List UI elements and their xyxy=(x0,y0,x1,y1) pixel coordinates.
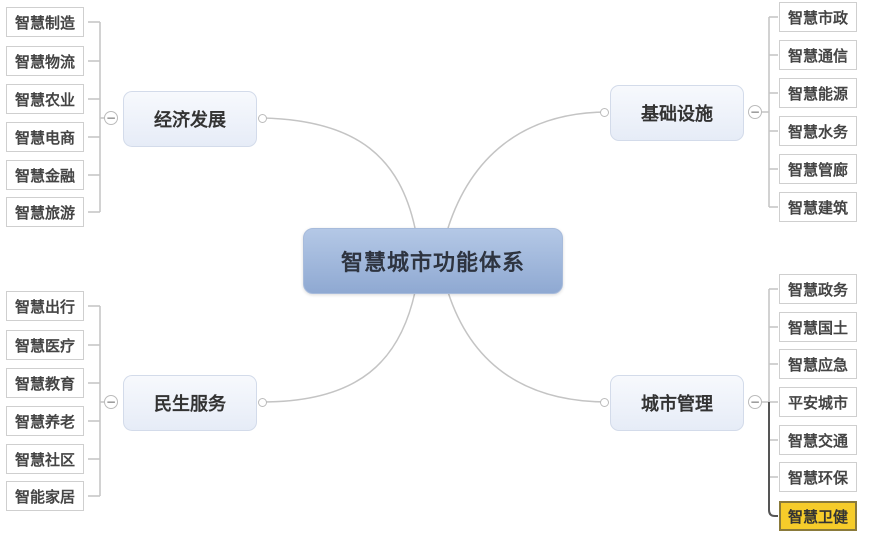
branch-infrastructure[interactable]: 基础设施 xyxy=(610,85,744,141)
collapse-toggle-icon[interactable]: − xyxy=(748,395,762,409)
leaf-node[interactable]: 智慧农业 xyxy=(6,84,84,114)
branch-economy[interactable]: 经济发展 xyxy=(123,91,257,147)
leaf-node[interactable]: 智慧出行 xyxy=(6,291,84,321)
root-node[interactable]: 智慧城市功能体系 xyxy=(303,228,563,294)
connector-dot-icon xyxy=(600,108,609,117)
root-label: 智慧城市功能体系 xyxy=(340,251,525,276)
branch-label: 民生服务 xyxy=(154,394,226,415)
leaf-node[interactable]: 智慧制造 xyxy=(6,7,84,37)
branch-label: 基础设施 xyxy=(641,104,713,125)
leaf-node[interactable]: 智慧环保 xyxy=(779,462,857,492)
leaf-node[interactable]: 智慧管廊 xyxy=(779,154,857,184)
leaf-node[interactable]: 智慧医疗 xyxy=(6,330,84,360)
leaf-node[interactable]: 智慧政务 xyxy=(779,274,857,304)
branch-label: 经济发展 xyxy=(154,110,226,131)
leaf-node[interactable]: 智慧交通 xyxy=(779,425,857,455)
leaf-node[interactable]: 智慧建筑 xyxy=(779,192,857,222)
leaf-node[interactable]: 智慧金融 xyxy=(6,160,84,190)
leaf-node[interactable]: 智能家居 xyxy=(6,481,84,511)
leaf-node-selected[interactable]: 智慧卫健 xyxy=(779,501,857,531)
leaf-node[interactable]: 智慧旅游 xyxy=(6,197,84,227)
branch-city-management[interactable]: 城市管理 xyxy=(610,375,744,431)
branch-livelihood[interactable]: 民生服务 xyxy=(123,375,257,431)
leaf-node[interactable]: 平安城市 xyxy=(779,387,857,417)
leaf-node[interactable]: 智慧能源 xyxy=(779,78,857,108)
collapse-toggle-icon[interactable]: − xyxy=(104,111,118,125)
leaf-node[interactable]: 智慧市政 xyxy=(779,2,857,32)
collapse-toggle-icon[interactable]: − xyxy=(104,395,118,409)
leaf-node[interactable]: 智慧电商 xyxy=(6,122,84,152)
connector-dot-icon xyxy=(600,398,609,407)
collapse-toggle-icon[interactable]: − xyxy=(748,105,762,119)
leaf-node[interactable]: 智慧教育 xyxy=(6,368,84,398)
connector-dot-icon xyxy=(258,114,267,123)
leaf-node[interactable]: 智慧物流 xyxy=(6,46,84,76)
leaf-node[interactable]: 智慧通信 xyxy=(779,40,857,70)
connector-dot-icon xyxy=(258,398,267,407)
leaf-node[interactable]: 智慧社区 xyxy=(6,444,84,474)
leaf-node[interactable]: 智慧应急 xyxy=(779,349,857,379)
leaf-node[interactable]: 智慧养老 xyxy=(6,406,84,436)
leaf-node[interactable]: 智慧水务 xyxy=(779,116,857,146)
leaf-node[interactable]: 智慧国土 xyxy=(779,312,857,342)
branch-label: 城市管理 xyxy=(641,394,713,415)
